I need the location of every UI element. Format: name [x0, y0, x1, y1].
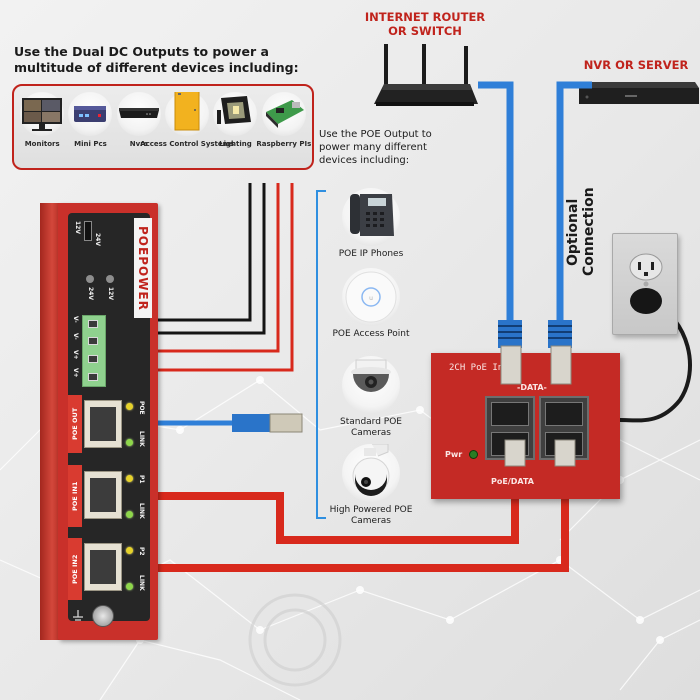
poe-power-unit: POEPOWER 12V 24V 24V 12V V- V- V+ V+ POE…: [40, 203, 158, 640]
poe-device-item: POE IP Phones: [321, 188, 421, 260]
injector-poe-data-label: PoE/DATA: [491, 477, 534, 486]
poe-device-item: u POE Access Point: [321, 268, 421, 340]
floodlight-icon: [217, 96, 252, 124]
router-to-injector-cable: [478, 81, 514, 320]
injector-data-port[interactable]: [545, 402, 583, 426]
dc-device-label: Monitors: [24, 140, 60, 148]
dc-device-item: Nvrs: [115, 92, 163, 148]
optional-connection-label: Optional Connection: [565, 187, 597, 277]
mini-pc-icon: [74, 106, 107, 122]
injector-data-label: -DATA-: [517, 383, 547, 392]
injector-poe-port[interactable]: [491, 432, 529, 456]
dc-wire-v-plus-1: [100, 183, 280, 353]
link-led: [126, 511, 133, 518]
blue-cable-boot: [498, 320, 572, 348]
port-poe-in1[interactable]: [84, 471, 122, 519]
dc-device-label: Mini Pcs: [74, 140, 107, 148]
router-title: INTERNET ROUTER OR SWITCH: [364, 10, 486, 38]
port-poe-out[interactable]: [84, 400, 122, 448]
outlet-icon: [629, 253, 663, 314]
injector-pwr-label: Pwr: [445, 450, 463, 459]
dc-wire-v-plus-2: [100, 183, 294, 372]
port-label-poe-in1: POE IN1: [68, 465, 82, 527]
injector-power-led: [469, 450, 478, 459]
terminal-screw[interactable]: [88, 373, 98, 381]
led-12v: [106, 275, 114, 283]
nvr-icon: [118, 108, 159, 118]
access-control-icon: [174, 89, 200, 131]
terminal-screw[interactable]: [88, 337, 98, 345]
ground-icon: [73, 610, 83, 621]
link-led: [126, 583, 133, 590]
injector-title: 2CH PoE In: [449, 363, 504, 373]
poe-device-label: High Powered POE Cameras: [329, 505, 413, 526]
poe-injector: 2CH PoE In -DATA- Pwr PoE/DATA: [431, 353, 620, 499]
dc-device-item: Lighting: [211, 92, 259, 148]
brand-logo: POEPOWER: [134, 218, 152, 318]
link-led: [126, 439, 133, 446]
injector-port-group: [485, 396, 535, 460]
dc-device-item: Access Control Systems: [140, 89, 234, 148]
ptz-camera-icon: [352, 443, 390, 496]
router-icon: [374, 44, 478, 106]
nvr-to-injector-cable: [556, 81, 592, 320]
p2-led: [126, 547, 133, 554]
svg-text:u: u: [369, 295, 373, 302]
injector-poe-port[interactable]: [545, 432, 583, 456]
terminal-screw[interactable]: [88, 320, 98, 328]
dc-device-item: Monitors: [18, 92, 66, 148]
port-poe-in2[interactable]: [84, 543, 122, 591]
port-label-poe-in2: POE IN2: [68, 538, 82, 600]
dome-camera-icon: [351, 359, 391, 392]
terminal-screw[interactable]: [88, 355, 98, 363]
dc-device-label: Raspberry PIs: [256, 140, 312, 148]
poe-device-label: Standard POE Cameras: [339, 417, 402, 438]
port-label-poe-out: POE OUT: [68, 395, 82, 453]
poe-device-label: POE IP Phones: [338, 249, 404, 259]
dc-device-label: Lighting: [219, 140, 252, 148]
dc-device-item: Mini Pcs: [66, 92, 114, 148]
poe-device-item: Standard POE Cameras: [321, 356, 421, 439]
voltage-switch[interactable]: 12V 24V: [74, 221, 101, 246]
injector-data-port[interactable]: [491, 402, 529, 426]
wall-outlet: [612, 233, 678, 335]
poe-in2-cable: [150, 495, 569, 572]
led-24v: [86, 275, 94, 283]
nvr-title: NVR OR SERVER: [583, 58, 689, 72]
ground-screw: [92, 605, 114, 627]
raspberry-pi-icon: [265, 100, 304, 128]
access-point-icon: u: [345, 271, 397, 323]
poe-output-intro: Use the POE Output to power many differe…: [319, 129, 432, 166]
dc-outputs-intro: Use the Dual DC Outputs to power a multi…: [14, 44, 299, 75]
nvr-server-icon: [579, 82, 699, 104]
dc-devices-panel: Monitors Mini Pcs Nvrs: [12, 84, 314, 170]
monitor-icon: [22, 98, 63, 131]
poe-led: [126, 403, 133, 410]
poe-devices-bracket: [316, 190, 326, 519]
dc-device-label: Nvrs: [129, 140, 148, 148]
poe-device-item: High Powered POE Cameras: [321, 443, 421, 527]
dc-device-label: Access Control Systems: [140, 140, 235, 148]
poe-in1-cable: [150, 492, 519, 544]
dc-device-item: Raspberry PIs: [256, 92, 311, 148]
dc-terminal-block[interactable]: [82, 315, 106, 387]
injector-port-group: [539, 396, 589, 460]
p1-led: [126, 475, 133, 482]
poe-device-label: POE Access Point: [332, 329, 410, 339]
ip-phone-icon: [350, 194, 394, 236]
